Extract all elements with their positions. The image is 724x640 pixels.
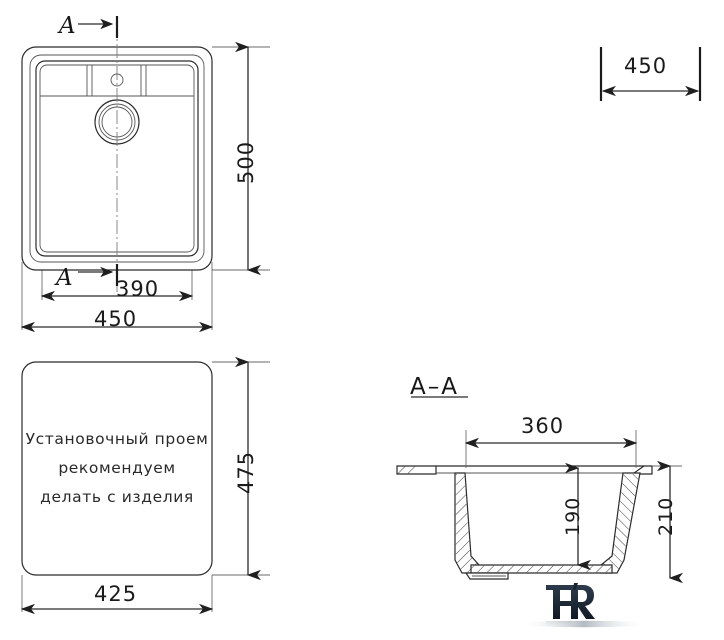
dimension-label-425: 425 bbox=[94, 582, 156, 608]
dimension-label-475-text: 475 bbox=[234, 451, 258, 494]
top-view-group bbox=[20, 16, 270, 333]
dimension-label-390: 390 bbox=[116, 277, 178, 303]
dimension-label-450-plan-text: 450 bbox=[94, 307, 137, 331]
cutout-note-line-3: делать с изделия bbox=[40, 488, 194, 506]
dimension-label-190: 190 bbox=[552, 492, 594, 538]
dimension-label-210-text: 210 bbox=[655, 497, 677, 536]
cutout-note-line-1: Установочный проем bbox=[25, 430, 209, 448]
section-letter-a-top-text: A bbox=[57, 13, 76, 39]
depth-dimension-label-450: 450 bbox=[624, 48, 688, 82]
dimension-label-425-text: 425 bbox=[94, 582, 137, 606]
dimension-label-390-text: 390 bbox=[116, 277, 159, 301]
cutout-note-block: Установочный проем рекомендуем делать с … bbox=[24, 425, 210, 512]
dimension-label-475: 475 bbox=[223, 450, 269, 496]
section-letter-a-top: A bbox=[57, 10, 83, 40]
dimension-label-500-text: 500 bbox=[234, 141, 258, 184]
depth-dimension-label-450-text: 450 bbox=[624, 54, 667, 78]
cutout-view-group bbox=[20, 356, 270, 615]
dimension-label-210: 210 bbox=[645, 492, 687, 538]
section-left-flange-hatch bbox=[397, 466, 416, 474]
section-right-wall-hatch bbox=[601, 474, 639, 573]
section-letter-a-bottom: A bbox=[54, 262, 80, 292]
section-title-text: A–A bbox=[410, 374, 459, 400]
dimension-label-450-plan: 450 bbox=[94, 307, 156, 333]
dimension-label-500: 500 bbox=[223, 140, 269, 186]
cutout-note-line-2: рекомендуем bbox=[58, 459, 176, 477]
dimension-label-360-text: 360 bbox=[521, 414, 564, 438]
section-letter-a-bottom-text: A bbox=[54, 265, 73, 291]
section-title: A–A bbox=[410, 370, 480, 400]
depth-dimension-group bbox=[599, 47, 702, 101]
section-right-flange bbox=[633, 465, 653, 475]
dimension-label-360: 360 bbox=[521, 412, 585, 440]
section-view-group bbox=[396, 396, 683, 584]
section-left-wall-hatch bbox=[455, 474, 478, 573]
dimension-label-190-text: 190 bbox=[562, 497, 584, 536]
fr-brand-logo bbox=[518, 583, 650, 628]
section-bottom-slab-hatch bbox=[471, 565, 612, 573]
cutout-rectangle bbox=[21, 361, 213, 576]
